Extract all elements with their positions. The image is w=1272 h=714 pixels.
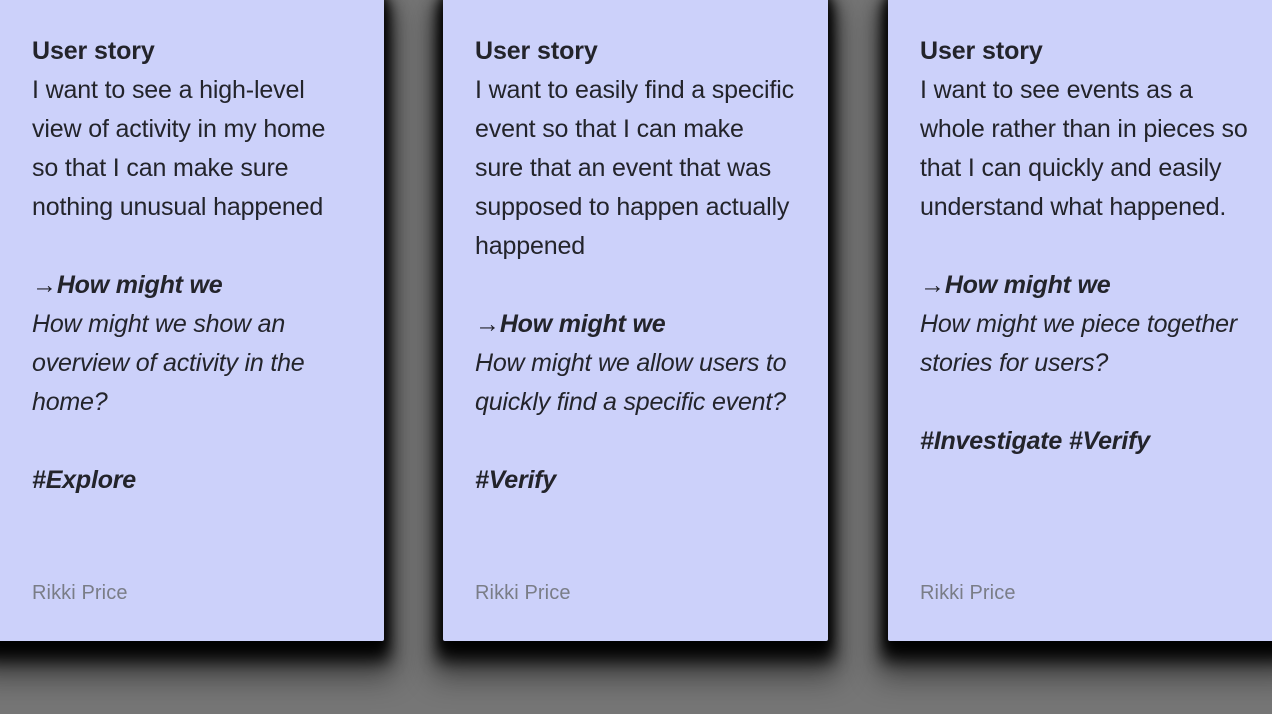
how-might-we-label-text: How might we: [499, 310, 666, 338]
spacer: [475, 266, 796, 305]
card-content: User story I want to see a high-level vi…: [32, 32, 352, 641]
how-might-we-label: →How might we: [920, 266, 1256, 305]
arrow-right-icon: →: [32, 271, 57, 299]
user-story-text: I want to see a high-level view of activ…: [32, 76, 326, 221]
how-might-we-label: →How might we: [32, 266, 352, 305]
arrow-right-icon: →: [920, 271, 945, 299]
user-story-text: I want to see events as a whole rather t…: [920, 76, 1248, 221]
card-author: Rikki Price: [475, 582, 571, 604]
sticky-note-card[interactable]: User story I want to easily find a speci…: [443, 0, 828, 641]
how-might-we-text: How might we allow users to quickly find…: [475, 349, 787, 416]
user-story-label: User story: [32, 37, 155, 65]
card-content: User story I want to see events as a who…: [920, 32, 1256, 641]
how-might-we-label: →How might we: [475, 305, 796, 344]
card-content: User story I want to easily find a speci…: [475, 32, 796, 641]
how-might-we-label-text: How might we: [56, 271, 223, 299]
spacer: [32, 227, 352, 266]
sticky-note-card[interactable]: User story I want to see a high-level vi…: [0, 0, 384, 641]
tag-list[interactable]: #Explore: [32, 466, 137, 494]
how-might-we-text: How might we show an overview of activit…: [32, 310, 305, 416]
sticky-note-card[interactable]: User story I want to see events as a who…: [888, 0, 1272, 641]
arrow-right-icon: →: [475, 310, 500, 338]
spacer: [920, 383, 1256, 422]
tag-list[interactable]: #Verify: [475, 466, 557, 494]
user-story-label: User story: [920, 37, 1043, 65]
card-author: Rikki Price: [920, 582, 1016, 604]
user-story-label: User story: [475, 37, 598, 65]
spacer: [920, 227, 1256, 266]
spacer: [475, 422, 796, 461]
tag-list[interactable]: #Investigate #Verify: [920, 427, 1150, 455]
user-story-text: I want to easily find a specific event s…: [475, 76, 794, 260]
spacer: [32, 422, 352, 461]
how-might-we-text: How might we piece together stories for …: [920, 310, 1237, 377]
card-author: Rikki Price: [32, 582, 128, 604]
how-might-we-label-text: How might we: [944, 271, 1111, 299]
